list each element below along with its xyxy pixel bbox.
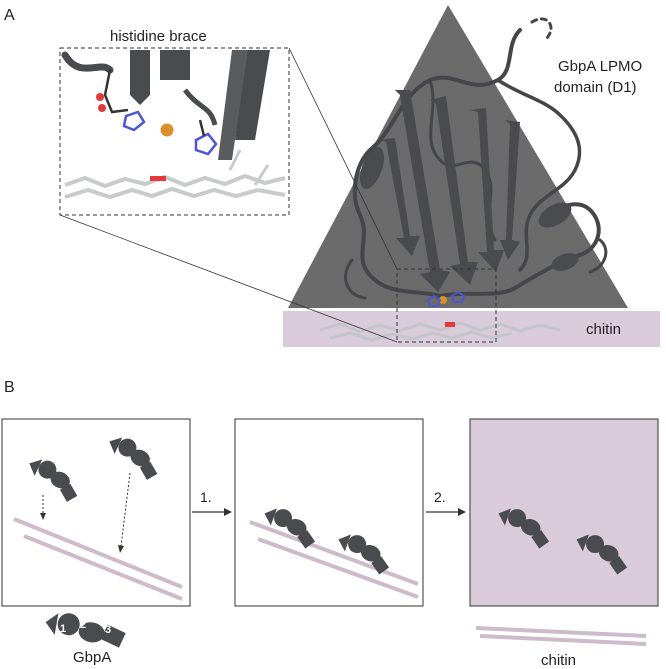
chitin-legend-strand-a (476, 628, 646, 636)
domain-number-1: 1 (60, 623, 66, 635)
chitin-label-b: chitin (541, 652, 576, 669)
panel-b-letter: B (4, 379, 15, 396)
domain-number-3: 3 (105, 624, 111, 636)
box-detached (470, 419, 658, 606)
active-site-oxygen (445, 322, 455, 327)
protein-label-line2: domain (D1) (554, 79, 637, 96)
panel-a-letter: A (4, 7, 15, 24)
step-1-label: 1. (200, 489, 212, 505)
step-2-label: 2. (434, 489, 446, 505)
domain-number-4: 4 (124, 630, 131, 642)
domain-number-2: 2 (80, 619, 86, 631)
protein-label-line1: GbpA LPMO (558, 58, 642, 75)
chitin-legend-strand-b (480, 636, 646, 644)
gbpa-label: GbpA (73, 649, 111, 666)
chitin-label-a: chitin (586, 321, 621, 338)
inset-title: histidine brace (110, 28, 207, 45)
box-bound (235, 419, 423, 606)
